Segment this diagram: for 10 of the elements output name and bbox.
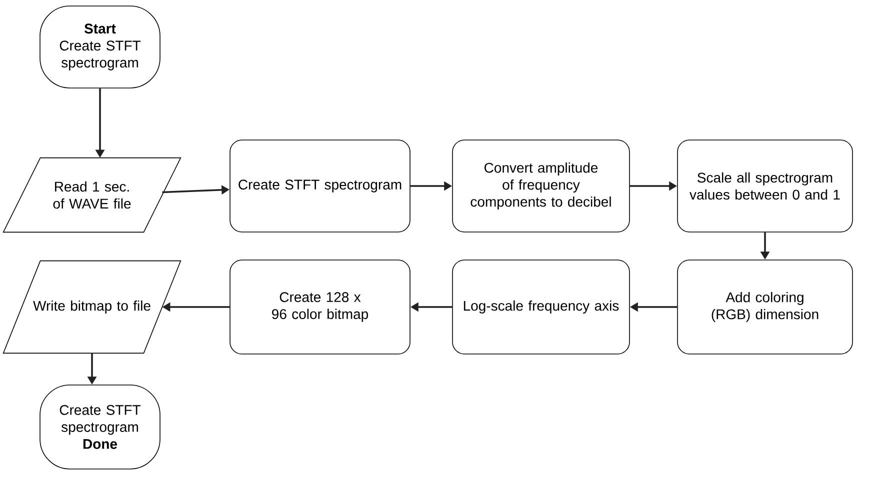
input-output-parallelogram: Read 1 sec. of WAVE file bbox=[2, 157, 182, 233]
process-box: Log-scale frequency axis bbox=[452, 260, 630, 354]
process-box: Add coloring (RGB) dimension bbox=[677, 260, 853, 354]
input-output-parallelogram: Write bitmap to file bbox=[2, 260, 182, 354]
process-box: Convert amplitude of frequency components to decibel bbox=[452, 140, 630, 232]
process-box: Create STFT spectrogram bbox=[230, 140, 410, 232]
process-box: Create 128 x 96 color bitmap bbox=[230, 260, 410, 354]
terminal-box: Start Create STFT spectrogram bbox=[40, 6, 160, 88]
terminal-box: Create STFT spectrogram Done bbox=[40, 384, 160, 470]
process-box: Scale all spectrogram values between 0 and 1 bbox=[677, 140, 853, 232]
